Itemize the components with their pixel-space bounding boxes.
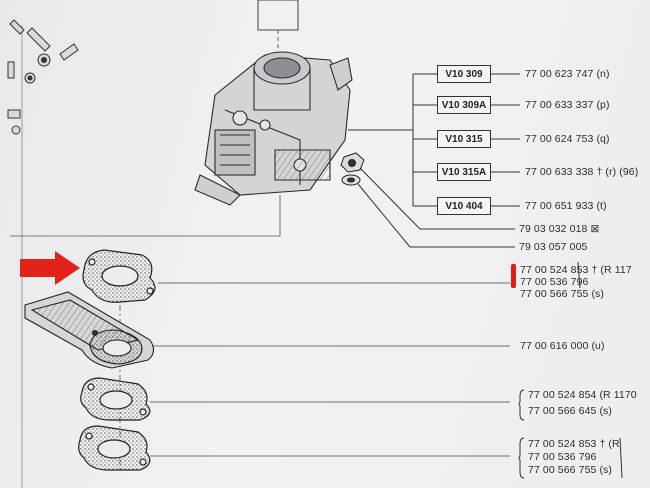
hardware-part-1: 79 03 032 018 ⊠ (519, 223, 600, 235)
gasket-3-part-b: 77 00 536 796 (528, 451, 597, 463)
red-arrow-icon (20, 251, 80, 285)
variant-bracket (348, 73, 520, 248)
variant-code-1: V10 309 (437, 65, 491, 83)
gasket-2-part-b: 77 00 566 645 (s) (528, 405, 613, 417)
variant-part-1: 77 00 623 747 (n) (525, 68, 610, 80)
carburettor-illustration (194, 51, 353, 206)
gasket-1-part-a: 77 00 524 853 † (R 117 (520, 264, 632, 276)
part-braces (518, 261, 623, 479)
variant-part-2: 77 00 633 337 (p) (525, 99, 610, 111)
gasket-1-part-c: 77 00 566 755 (s) (520, 288, 605, 300)
red-marker (511, 264, 516, 288)
gasket-1-illustration (82, 249, 156, 303)
variant-code-4: V10 315A (437, 163, 491, 181)
leader-line (10, 195, 281, 237)
gasket-plate-illustration (24, 291, 155, 369)
gasket-2-part-a: 77 00 524 854 (R 1170 (528, 389, 637, 401)
variant-part-4: 77 00 633 338 † (r) (96) (525, 166, 639, 178)
nut-washer-illustration (340, 152, 365, 186)
gasket-3-illustration (78, 425, 151, 471)
variant-code-3: V10 315 (437, 130, 491, 148)
gasket-1-part-b: 77 00 536 796 (520, 276, 589, 288)
hardware-part-2: 79 03 057 005 (519, 241, 588, 253)
gasket-plate-part: 77 00 616 000 (u) (520, 340, 605, 352)
gasket-3-part-c: 77 00 566 755 (s) (528, 464, 613, 476)
gasket-3-part-a: 77 00 524 853 † (R (528, 438, 620, 450)
variant-part-5: 77 00 651 933 (t) (525, 200, 607, 212)
variant-part-3: 77 00 624 753 (q) (525, 133, 610, 145)
bolts-illustration (7, 19, 79, 135)
upper-assembly-stub (257, 0, 299, 31)
variant-code-2: V10 309A (437, 96, 491, 114)
variant-code-5: V10 404 (437, 197, 491, 215)
gasket-2-illustration (80, 377, 151, 421)
